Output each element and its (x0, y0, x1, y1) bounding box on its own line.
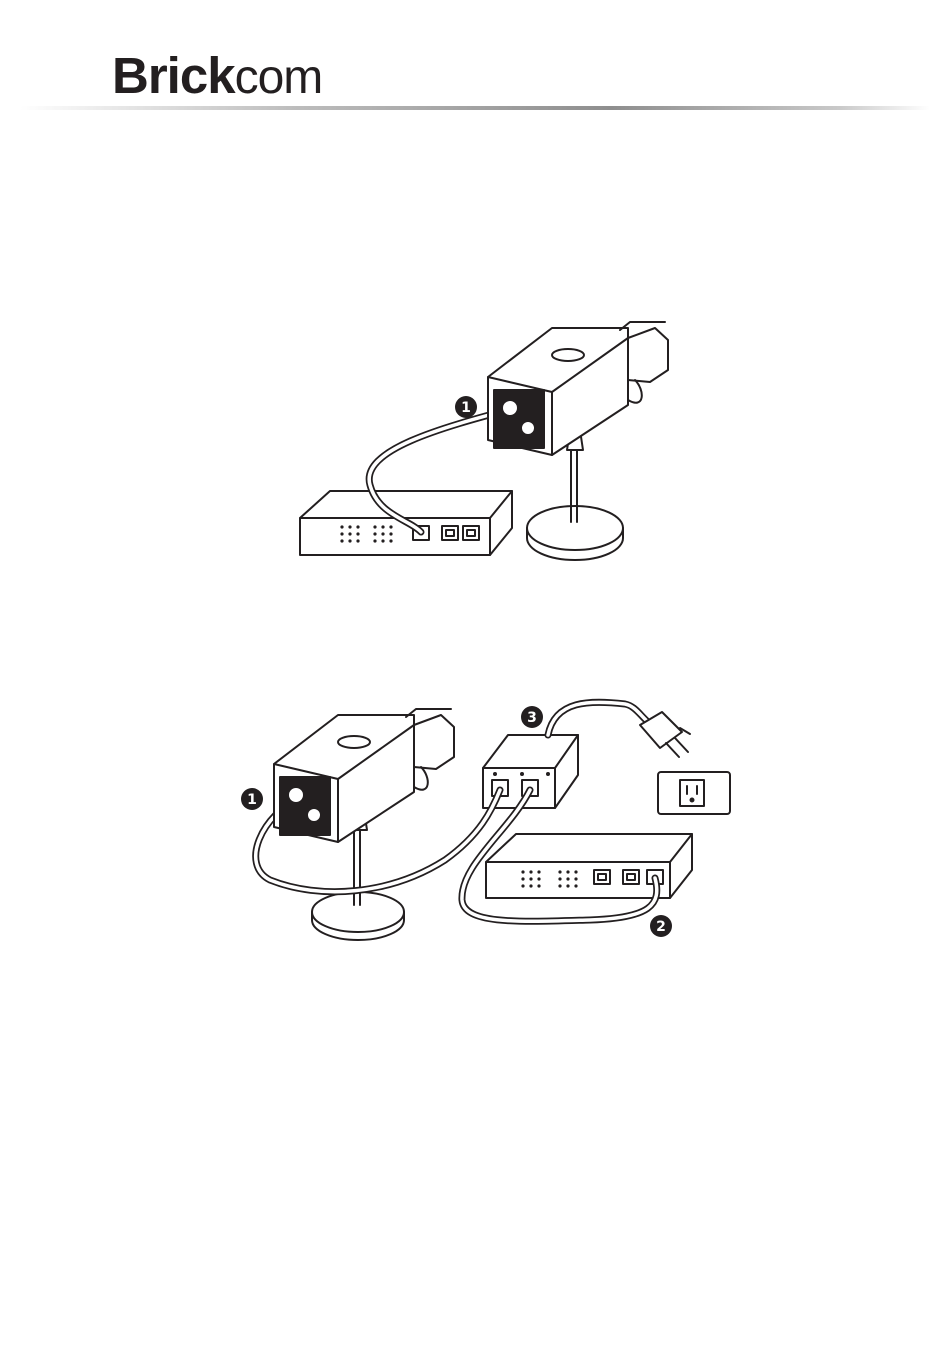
figure-poe-injector-connection: 1 2 3 (230, 690, 740, 950)
callout-2: 2 (650, 915, 672, 937)
callout-1-label: 1 (247, 792, 257, 808)
callout-1-label: 1 (461, 400, 471, 416)
callout-3: 3 (521, 706, 543, 728)
brickcom-logo: Brickcom (112, 50, 322, 102)
logo-bold-text: Brick (112, 47, 235, 104)
figure-direct-connection: 1 (290, 310, 690, 565)
logo-light-text: com (235, 51, 323, 104)
network-switch-icon (486, 834, 692, 898)
callout-2-label: 2 (656, 919, 666, 935)
camera-icon (274, 709, 454, 842)
callout-1: 1 (241, 788, 263, 810)
callout-3-label: 3 (527, 710, 537, 726)
header-divider (20, 106, 930, 110)
callout-1: 1 (455, 396, 477, 418)
wall-outlet-icon (658, 772, 730, 814)
camera-icon (488, 322, 668, 455)
